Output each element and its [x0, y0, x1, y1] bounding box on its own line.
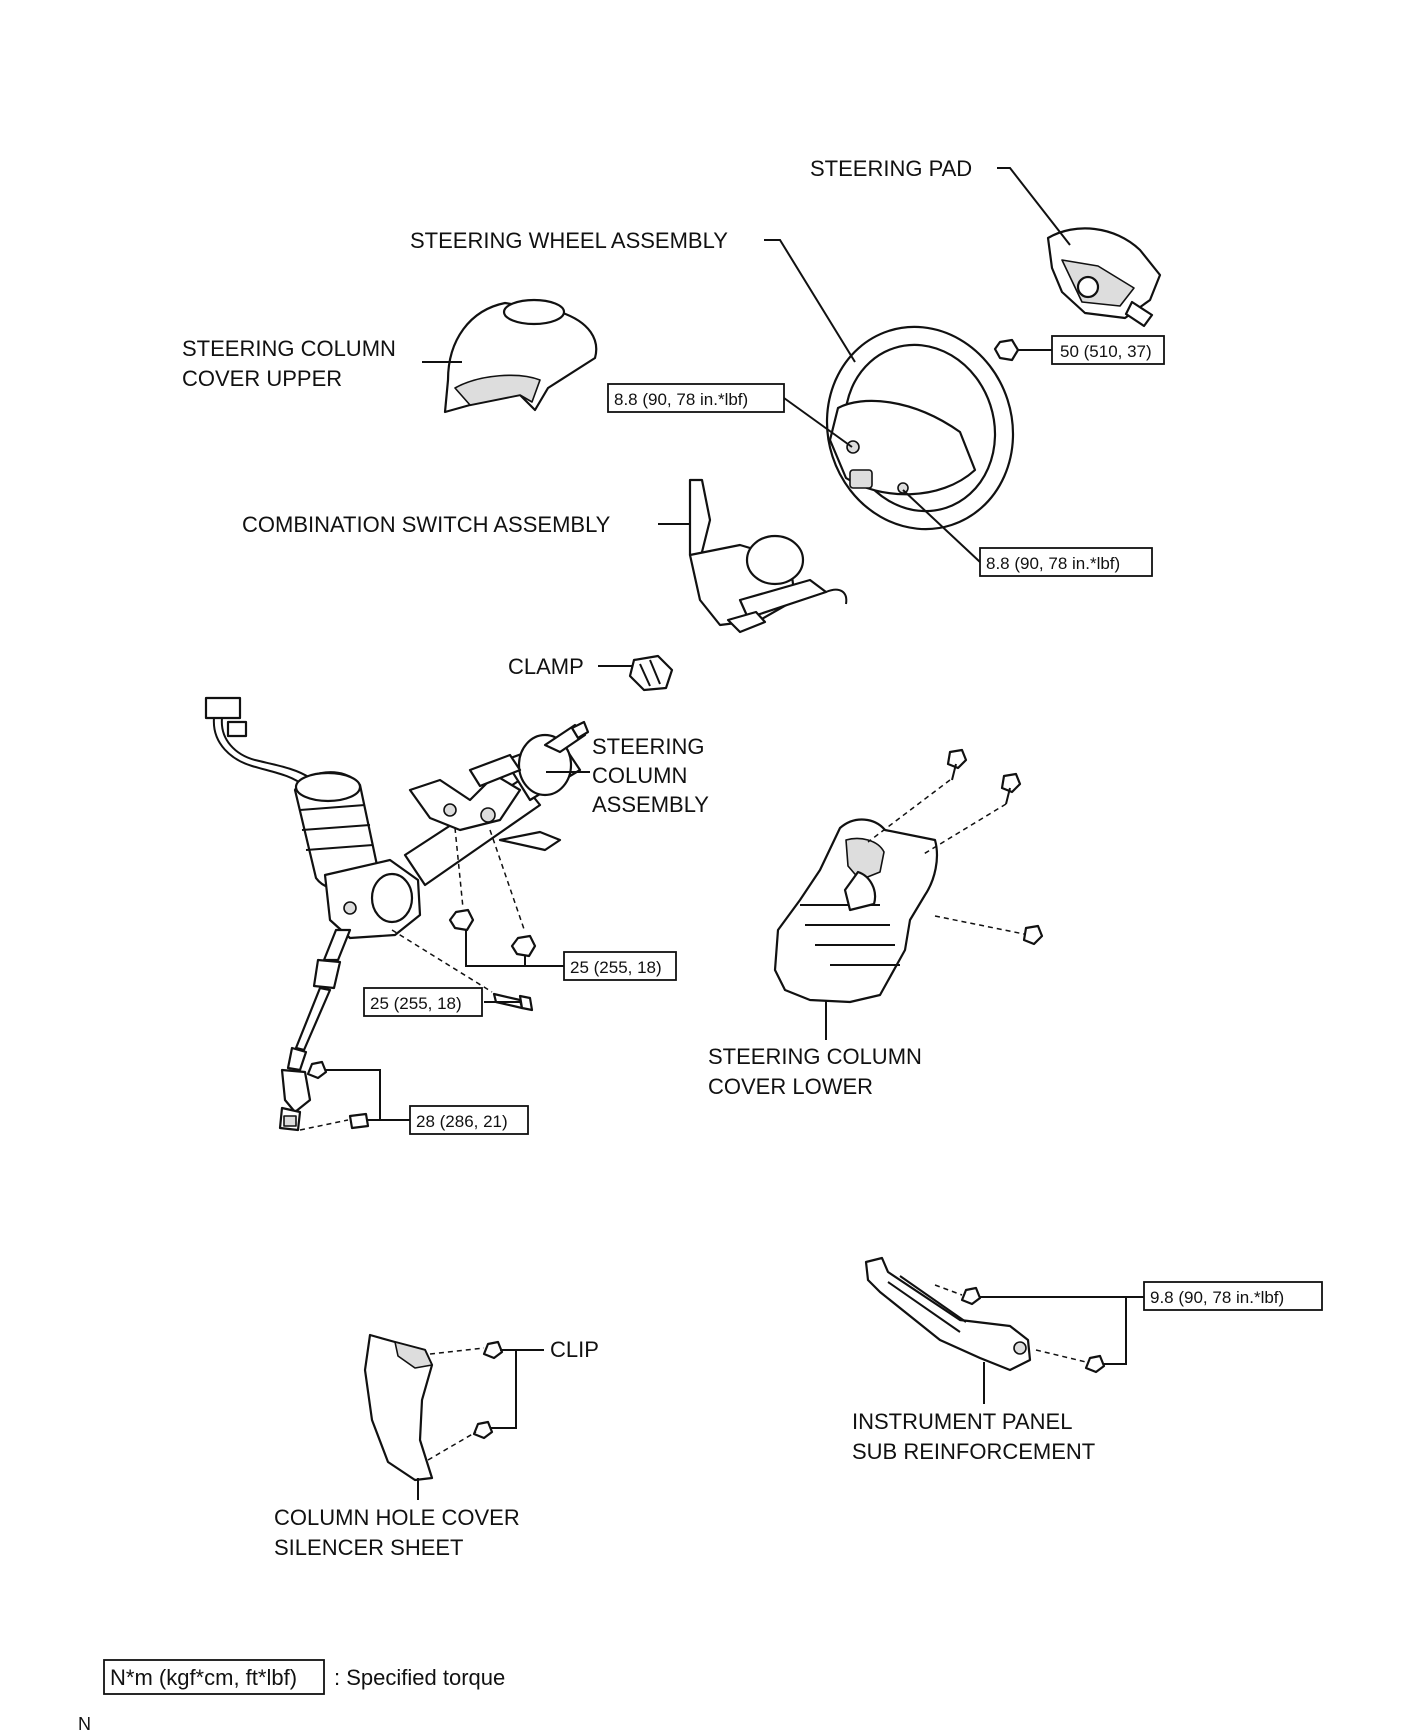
- column-hole-cover-label-1: COLUMN HOLE COVER: [274, 1505, 520, 1530]
- shaft-leader-a: [326, 1069, 410, 1121]
- steering-pad-label: STEERING PAD: [810, 156, 972, 181]
- torque-box-shaft: [409, 1105, 529, 1135]
- reinforcement-bolt-icon-2: [1084, 1354, 1106, 1374]
- clip-icon-1: [482, 1340, 504, 1360]
- torque-shaft: 28 (286, 21): [416, 1112, 508, 1131]
- clip-dash-2: [427, 1431, 477, 1461]
- column-hole-cover-part: [363, 1333, 434, 1482]
- column-cover-lower-part: [773, 818, 939, 1004]
- shaft-bolt-icon-2: [348, 1112, 370, 1130]
- column-cover-upper-part: [443, 298, 598, 414]
- torque-pad-nut: 50 (510, 37): [1060, 342, 1152, 361]
- column-nut-icon-2: [510, 934, 537, 958]
- torque-wheel-right: 8.8 (90, 78 in.*lbf): [986, 554, 1120, 573]
- torque-box-wheel-right: [979, 547, 1153, 577]
- combination-switch-part: [688, 478, 848, 634]
- cover-lower-label-2: COVER LOWER: [708, 1074, 873, 1099]
- torque-box-pad-nut: [1051, 335, 1165, 365]
- instrument-panel-reinforcement-part: [864, 1256, 1032, 1372]
- shaft-bolt-icon-1: [306, 1060, 328, 1080]
- reinforcement-dash-1: [934, 1284, 963, 1296]
- torque-reinforcement: 9.8 (90, 78 in.*lbf): [1150, 1288, 1284, 1307]
- steering-wheel-leader: [764, 239, 856, 363]
- cover-lower-screw-shaft-1: [951, 763, 957, 781]
- wheel-right-leader: [902, 489, 981, 563]
- steering-pad-part: [1046, 227, 1162, 328]
- steering-column-label-2: COLUMN: [592, 763, 687, 788]
- cover-lower-dash-1: [867, 779, 951, 843]
- cover-lower-screw-icon-2: [1000, 772, 1022, 794]
- cover-lower-dash-2: [921, 803, 1007, 856]
- clip-label: CLIP: [550, 1337, 599, 1362]
- column-nut-icon-1: [448, 908, 475, 932]
- steering-pad-leader: [997, 167, 1071, 246]
- column-cover-upper-label-1: STEERING COLUMN: [182, 336, 396, 361]
- cover-lower-label-1: STEERING COLUMN: [708, 1044, 922, 1069]
- clamp-part: [628, 654, 674, 692]
- footer-code: N: [78, 1714, 91, 1734]
- clip-dash-1: [429, 1347, 485, 1355]
- torque-column-bolt: 25 (255, 18): [370, 994, 462, 1013]
- legend-description: : Specified torque: [334, 1665, 505, 1690]
- reinforcement-label-1: INSTRUMENT PANEL: [852, 1409, 1072, 1434]
- reinforcement-leader: [980, 1296, 1127, 1365]
- cover-lower-dash-3: [934, 915, 1025, 935]
- cover-lower-screw-icon-1: [946, 748, 968, 770]
- steering-wheel-part: [825, 325, 1015, 531]
- wheel-left-leader: [783, 397, 853, 448]
- clamp-label: CLAMP: [508, 654, 584, 679]
- clip-leader: [490, 1349, 544, 1429]
- steering-column-label-3: ASSEMBLY: [592, 792, 709, 817]
- torque-box-column-bolt: [363, 987, 483, 1017]
- torque-column-nuts: 25 (255, 18): [570, 958, 662, 977]
- column-bolt-dash: [391, 929, 493, 993]
- column-bolt-head: [518, 994, 534, 1012]
- cover-lower-screw-shaft-2: [1005, 787, 1011, 805]
- legend-unit-box: [103, 1659, 325, 1695]
- steering-wheel-label: STEERING WHEEL ASSEMBLY: [410, 228, 728, 253]
- legend-unit-text: N*m (kgf*cm, ft*lbf): [110, 1665, 297, 1690]
- column-nuts-leader-a: [465, 930, 564, 967]
- steering-column-part: [204, 696, 590, 1132]
- column-nut-dash-1: [454, 827, 464, 909]
- steering-column-label-1: STEERING: [592, 734, 704, 759]
- torque-wheel-left: 8.8 (90, 78 in.*lbf): [614, 390, 748, 409]
- reinforcement-bolt-icon-1: [960, 1286, 982, 1306]
- reinforcement-dash-2: [1035, 1349, 1087, 1363]
- cover-lower-screw-icon-3: [1022, 924, 1044, 946]
- torque-box-column-nuts: [563, 951, 677, 981]
- pad-nut-icon: [993, 338, 1020, 362]
- torque-box-wheel-left: [607, 383, 785, 413]
- reinforcement-label-2: SUB REINFORCEMENT: [852, 1439, 1095, 1464]
- shaft-bolt-dash: [299, 1119, 349, 1131]
- combination-switch-label: COMBINATION SWITCH ASSEMBLY: [242, 512, 611, 537]
- column-cover-upper-label-2: COVER UPPER: [182, 366, 342, 391]
- clip-icon-2: [472, 1420, 494, 1440]
- column-hole-cover-label-2: SILENCER SHEET: [274, 1535, 464, 1560]
